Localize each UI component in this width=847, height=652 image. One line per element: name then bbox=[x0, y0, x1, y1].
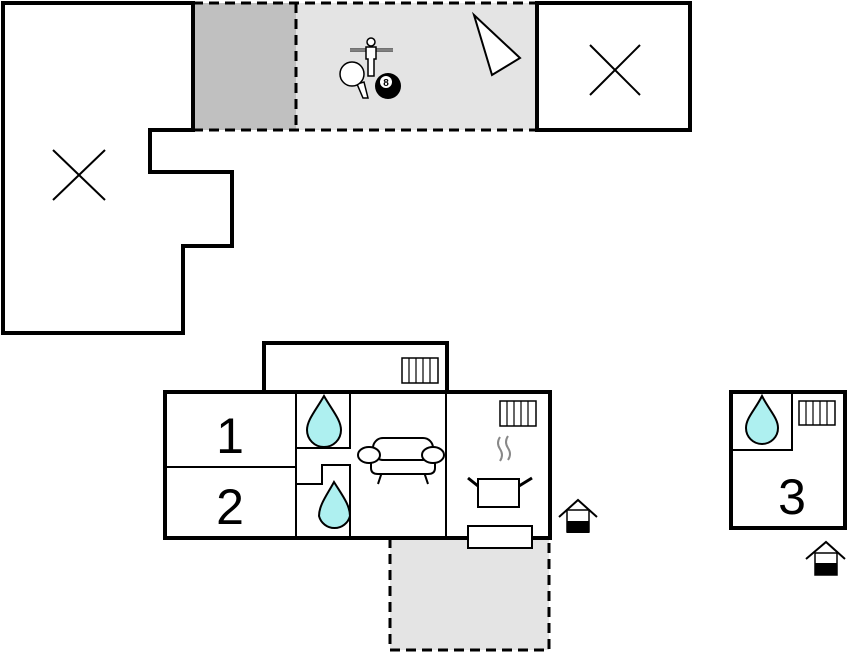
table-tennis-icon bbox=[339, 61, 369, 99]
billiard-ball-icon: 8 bbox=[375, 73, 401, 99]
house-entrance-icon bbox=[558, 498, 598, 533]
top-right-building-excluded bbox=[535, 1, 692, 132]
radiator-icon bbox=[401, 357, 439, 384]
sofa-icon bbox=[357, 437, 445, 485]
lamp-icon bbox=[471, 11, 522, 77]
house-entrance-icon bbox=[805, 540, 846, 576]
foosball-icon bbox=[350, 37, 393, 77]
shower-icon bbox=[744, 393, 780, 445]
bedroom-2-label: 2 bbox=[216, 479, 244, 535]
cooking-pot-icon bbox=[467, 435, 533, 508]
annex bbox=[729, 390, 847, 530]
shower-icon bbox=[305, 393, 343, 448]
shower-icon bbox=[317, 479, 352, 529]
bedroom-1-label: 1 bbox=[216, 408, 244, 464]
bench bbox=[467, 525, 533, 549]
game-room: 8 bbox=[191, 1, 537, 132]
billiard-ball-number: 8 bbox=[383, 78, 389, 89]
bedroom-3-label: 3 bbox=[778, 469, 806, 525]
terrace bbox=[388, 538, 551, 652]
main-house bbox=[163, 341, 552, 540]
radiator-icon bbox=[798, 400, 836, 426]
radiator-icon bbox=[499, 400, 537, 427]
